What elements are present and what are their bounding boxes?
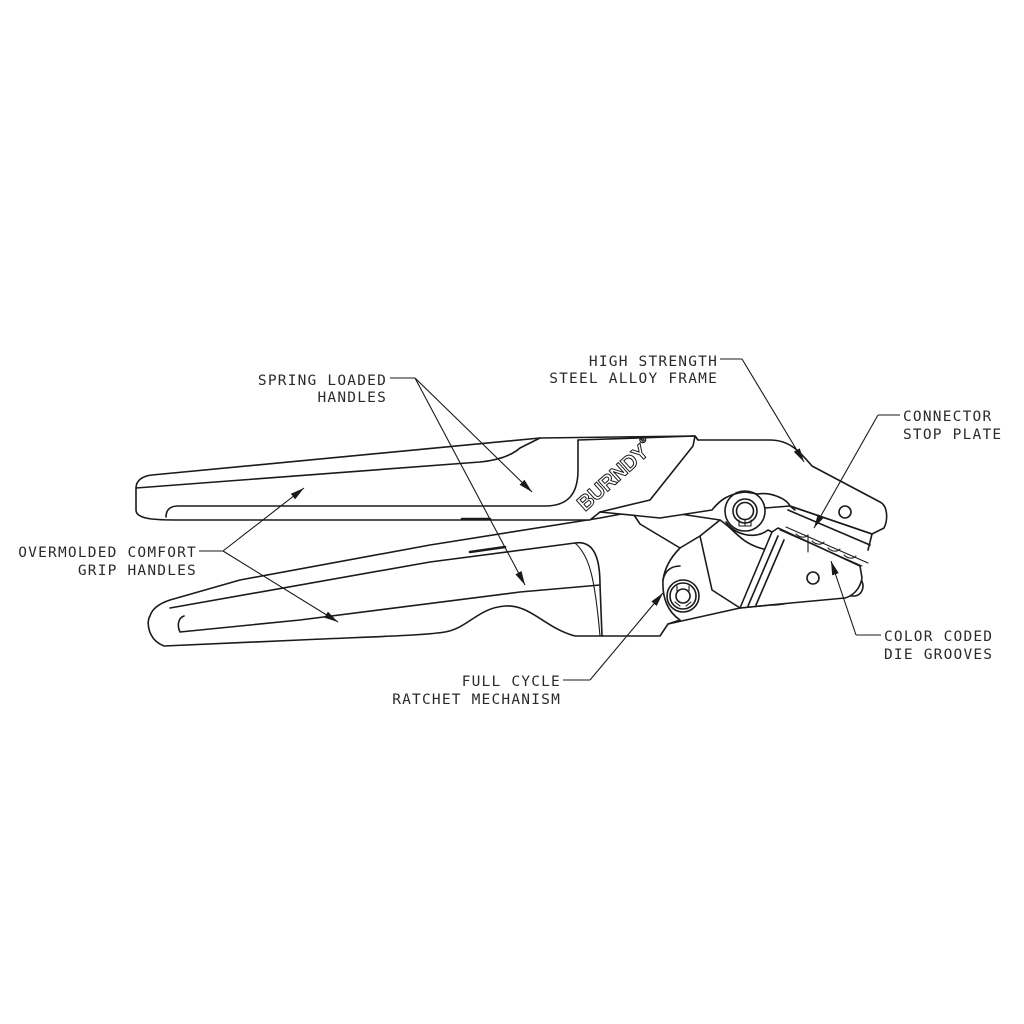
leader-arrow	[589, 592, 664, 681]
upper-handle	[135, 435, 888, 535]
lower-jaw	[739, 526, 869, 609]
lower-jaw-rail-1	[747, 535, 779, 607]
callout-text-line-2: HANDLES	[317, 390, 387, 406]
upper-jaw-hole	[838, 505, 852, 519]
head-lower-curve	[725, 521, 773, 537]
callout-text-line-2: DIE GROOVES	[884, 647, 993, 663]
head-pivot-pin	[735, 501, 755, 521]
leader-arrow	[813, 414, 879, 529]
callout-text-line-1: FULL CYCLE	[462, 674, 561, 690]
callout-text-line-1: OVERMOLDED COMFORT	[18, 545, 197, 561]
upper-grip-recess	[165, 439, 579, 518]
ratchet-pivot-ring	[669, 582, 697, 610]
ratchet-side	[699, 535, 741, 609]
upper-grip-contour	[135, 437, 541, 489]
callout-text-line-2: STOP PLATE	[903, 427, 1002, 443]
lower-accent-strip	[468, 545, 507, 554]
tool-body: BURNDY ®	[135, 433, 888, 647]
head-pivot-boss	[724, 490, 766, 532]
ratchet-retaining-clip	[674, 585, 692, 607]
stop-plate	[787, 505, 871, 546]
callout-color-coded-die-grooves: COLOR CODED DIE GROOVES	[830, 560, 993, 663]
upper-handle-outline	[135, 435, 888, 535]
callout-text-line-1: COLOR CODED	[884, 629, 993, 645]
callout-overmolded-grip: OVERMOLDED COMFORT GRIP HANDLES	[18, 487, 339, 623]
leader-arrow-lower	[222, 550, 339, 623]
callout-text-line-1: CONNECTOR	[903, 409, 992, 425]
callout-text-line-2: STEEL ALLOY FRAME	[549, 371, 718, 387]
head-arm	[764, 505, 873, 551]
leader-arrow	[830, 560, 857, 636]
lower-jaw-hole	[806, 571, 820, 585]
callout-text-line-1: HIGH STRENGTH	[589, 354, 718, 370]
callout-high-strength-frame: HIGH STRENGTH STEEL ALLOY FRAME	[549, 354, 805, 463]
callout-spring-loaded-handles: SPRING LOADED HANDLES	[258, 373, 533, 586]
callout-ratchet-mechanism: FULL CYCLE RATCHET MECHANISM	[392, 592, 664, 708]
frame-edge	[694, 435, 699, 441]
callout-text-line-2: RATCHET MECHANISM	[392, 692, 561, 708]
leader-arrow-lower	[414, 377, 526, 586]
ratchet-pivot-outer	[666, 579, 700, 613]
die-grooves	[779, 526, 869, 567]
callout-text-line-1: SPRING LOADED	[258, 373, 387, 389]
lower-jaw-outline	[739, 527, 863, 609]
ratchet-pivot-pin	[675, 588, 691, 604]
lower-grip-recess	[177, 584, 601, 633]
leader-arrow-upper	[414, 377, 533, 493]
callout-connector-stop-plate: CONNECTOR STOP PLATE	[813, 409, 1002, 529]
ratchet-cam	[662, 565, 681, 581]
overmold-boundary	[574, 542, 601, 637]
brand-panel	[577, 435, 696, 513]
lower-jaw-rail-2	[755, 539, 785, 606]
callout-text-line-2: GRIP HANDLES	[78, 563, 197, 579]
leader-arrow-upper	[222, 487, 305, 552]
leader-arrow	[741, 358, 805, 463]
ratchet-housing	[631, 511, 741, 625]
upper-jaw	[724, 490, 873, 551]
head-pivot-clip	[738, 519, 752, 527]
